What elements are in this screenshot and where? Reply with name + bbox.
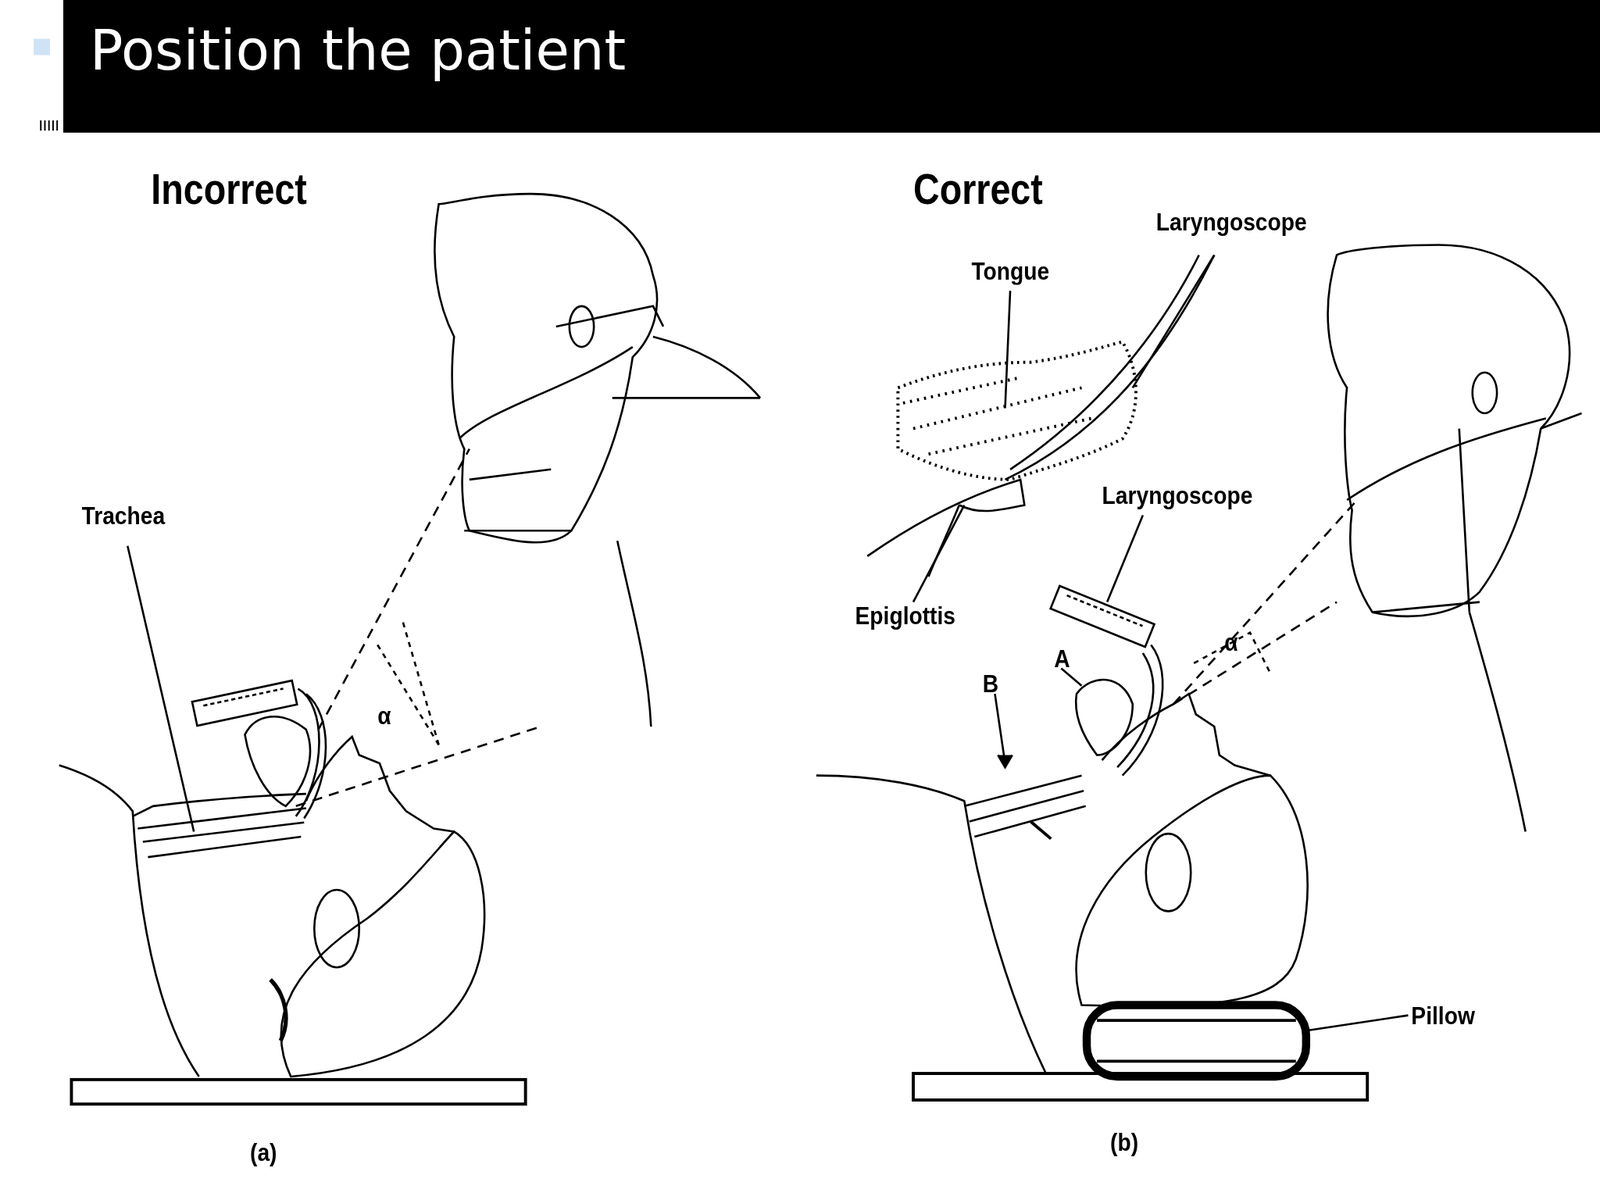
panel-heading: Incorrect xyxy=(150,168,308,212)
axis-letter: B xyxy=(982,671,999,696)
correct-figure xyxy=(127,244,1582,1100)
angle-symbol: α xyxy=(1224,630,1238,655)
slide-title: Position the patient xyxy=(89,18,626,86)
panel-heading: Correct xyxy=(913,168,1043,212)
incorrect-figure xyxy=(59,193,761,1104)
title-bar xyxy=(63,0,1600,133)
part-label: Trachea xyxy=(81,503,165,529)
part-label: Tongue xyxy=(971,259,1050,284)
panel-caption: (a) xyxy=(250,1140,277,1165)
axis-letter: A xyxy=(1053,646,1070,672)
bullet-marks xyxy=(40,120,58,131)
part-label: Laryngoscope xyxy=(1156,210,1308,235)
part-label: Pillow xyxy=(1410,1003,1475,1029)
angle-symbol: α xyxy=(377,703,391,729)
part-label: Laryngoscope xyxy=(1102,483,1254,508)
part-label: Epiglottis xyxy=(855,603,957,629)
bullet xyxy=(33,39,50,56)
panel-caption: (b) xyxy=(1110,1130,1139,1155)
